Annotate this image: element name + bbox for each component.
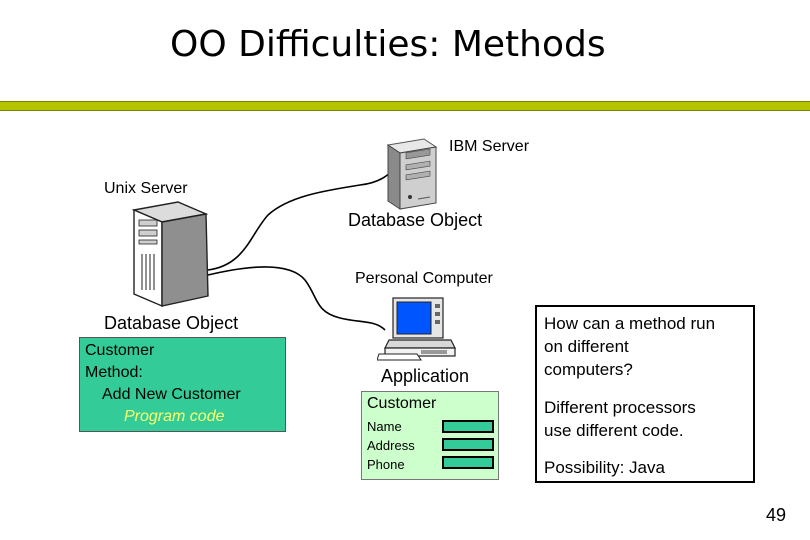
db-box-method-name: Add New Customer — [102, 386, 241, 403]
wire-unix-to-pc — [207, 266, 386, 331]
unix-server-icon — [131, 201, 209, 308]
ibm-server-label: IBM Server — [449, 138, 530, 155]
application-customer-box: Customer Name Address Phone — [361, 391, 499, 480]
unix-server-label: Unix Server — [104, 180, 188, 197]
answer-line-3: Possibility: Java — [544, 458, 665, 477]
slide-title: OO Difficulties: Methods — [170, 24, 606, 65]
db-box-customer: Customer — [85, 342, 155, 359]
db-box-program-code: Program code — [124, 408, 225, 425]
database-object-box: Customer Method: Add New Customer Progra… — [79, 337, 286, 432]
page-number: 49 — [766, 505, 787, 525]
app-box-customer: Customer — [367, 395, 437, 412]
app-field-address-box — [442, 438, 494, 451]
personal-computer-label: Personal Computer — [355, 270, 493, 287]
question-line-1: How can a method run — [544, 314, 716, 333]
ibm-server-icon — [386, 138, 438, 210]
title-rule — [0, 101, 810, 111]
personal-computer-icon — [377, 297, 456, 361]
wire-unix-to-ibm — [207, 159, 399, 271]
app-field-address-label: Address — [367, 438, 415, 453]
database-object-left-label: Database Object — [104, 313, 239, 333]
question-line-2: on different — [544, 337, 629, 356]
app-field-phone-label: Phone — [367, 457, 405, 472]
db-box-method-label: Method: — [85, 364, 143, 381]
application-label: Application — [381, 366, 470, 386]
app-field-phone-box — [442, 456, 494, 469]
answer-line-2: use different code. — [544, 421, 684, 440]
database-object-top-label: Database Object — [348, 210, 483, 230]
question-box: How can a method run on different comput… — [535, 305, 755, 483]
app-field-name-label: Name — [367, 419, 402, 434]
question-line-3: computers? — [544, 360, 633, 379]
answer-line-1: Different processors — [544, 398, 696, 417]
app-field-name-box — [442, 420, 494, 433]
